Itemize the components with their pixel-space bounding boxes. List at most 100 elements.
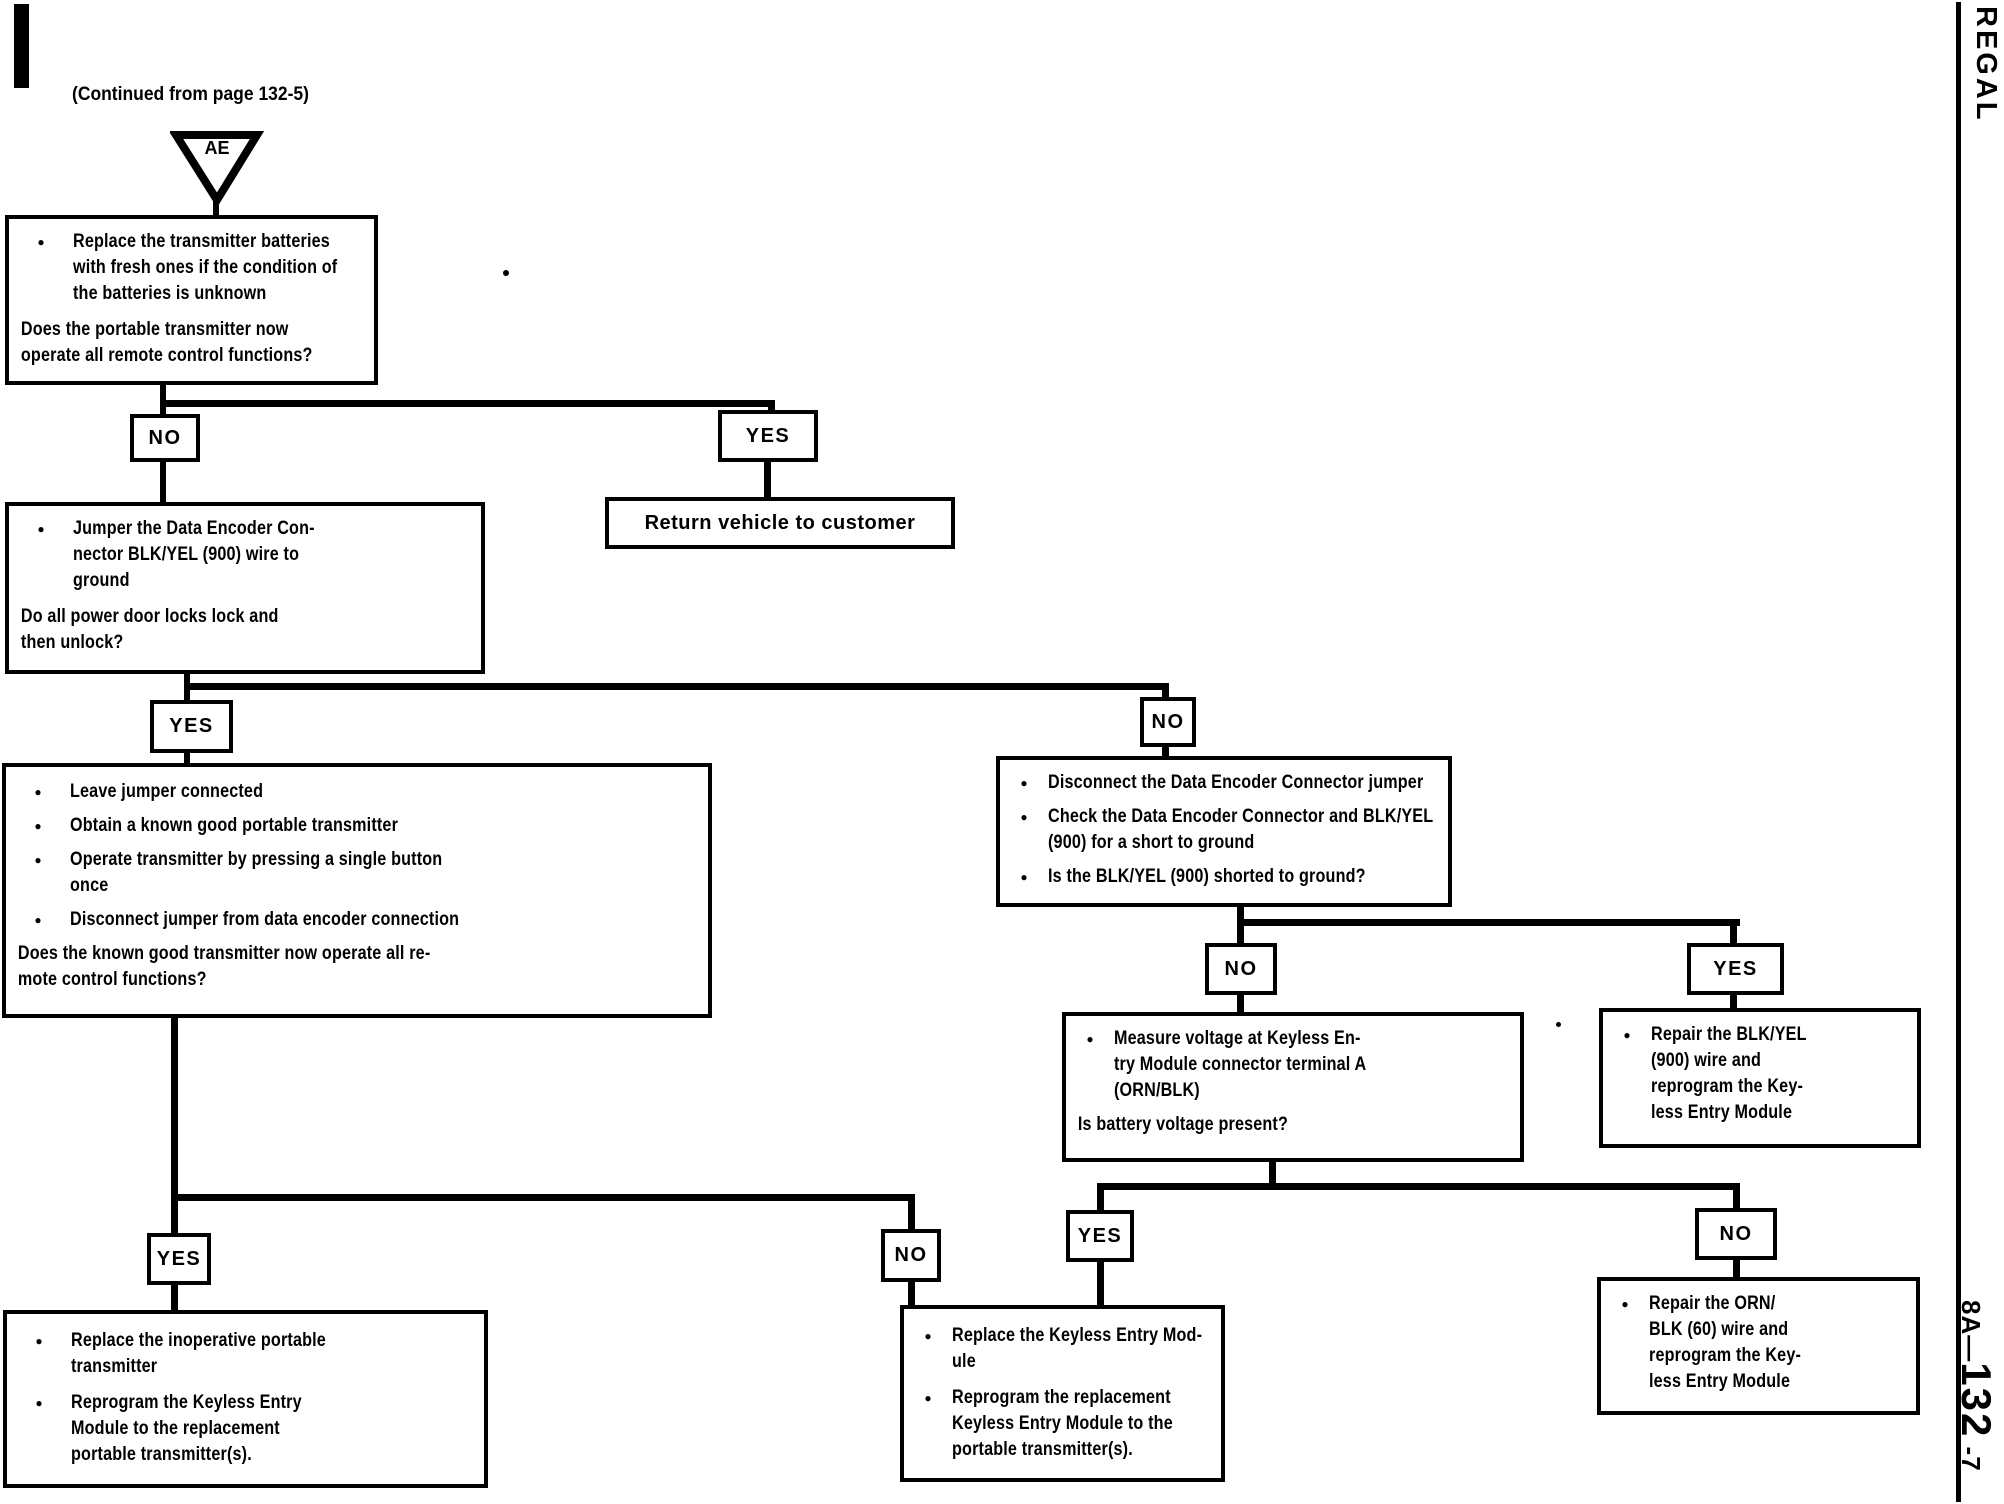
step-text: Obtain a known good portable transmitter: [70, 815, 399, 836]
bullet-icon: ●: [34, 785, 42, 799]
decision-no-1: NO: [130, 414, 200, 462]
connector-line: [1733, 1260, 1740, 1279]
page-edge-rule: [1956, 2, 1961, 1502]
connector-line: [1162, 683, 1169, 699]
connector-line: [213, 196, 219, 217]
action-box-replace-keyless-module: ● Replace the Keyless Entry Mod- ule ● R…: [900, 1305, 1225, 1482]
connector-line: [1097, 1262, 1104, 1307]
question-text: Does the portable transmitter now operat…: [20, 319, 313, 366]
bullet-item: ● Repair the ORN/ BLK (60) wire and repr…: [1601, 1291, 1912, 1395]
action-box-return-vehicle: Return vehicle to customer: [605, 497, 955, 549]
bullet-icon: ●: [1086, 1032, 1094, 1046]
connector-line: [184, 683, 1169, 690]
connector-line: [1097, 1183, 1740, 1190]
step-text: Measure voltage at Keyless En- try Modul…: [1114, 1028, 1367, 1101]
step-text: Reprogram the Keyless Entry Module to th…: [71, 1392, 302, 1465]
bullet-item: ● Repair the BLK/YEL (900) wire and repr…: [1603, 1022, 1913, 1126]
connector-line: [908, 1282, 915, 1307]
step-text: Jumper the Data Encoder Con- nector BLK/…: [73, 518, 315, 591]
bullet-icon: ●: [1020, 870, 1028, 884]
bullet-item: ● Operate transmitter by pressing a sing…: [6, 847, 704, 899]
bullet-icon: ●: [34, 853, 42, 867]
bullet-item: ● Disconnect jumper from data encoder co…: [6, 907, 704, 933]
decision-no-4: NO: [881, 1229, 941, 1282]
step-text: Replace the inoperative portable transmi…: [71, 1330, 326, 1377]
step-text: Disconnect the Data Encoder Connector ju…: [1048, 772, 1424, 793]
step-text: Leave jumper connected: [70, 781, 264, 802]
bullet-icon: ●: [37, 522, 45, 536]
ink-speck: [1556, 1022, 1561, 1027]
connector-line: [1162, 747, 1169, 758]
question-text: Do all power door locks lock and then un…: [20, 606, 279, 653]
decision-yes-4: YES: [1066, 1210, 1134, 1262]
bullet-item: ● Disconnect the Data Encoder Connector …: [1000, 770, 1444, 796]
bullet-icon: ●: [924, 1391, 932, 1405]
action-box-replace-transmitter: ● Replace the inoperative portable trans…: [3, 1310, 488, 1488]
connector-line: [1730, 995, 1737, 1010]
bullet-icon: ●: [34, 913, 42, 927]
step-text: Repair the ORN/ BLK (60) wire and reprog…: [1649, 1293, 1802, 1392]
step-box-check-short-to-ground: ● Disconnect the Data Encoder Connector …: [996, 756, 1452, 907]
step-text: Reprogram the replacement Keyless Entry …: [952, 1387, 1173, 1460]
flow-connector-triangle: [170, 131, 264, 208]
bullet-item: ● Measure voltage at Keyless En- try Mod…: [1066, 1026, 1516, 1104]
connector-line: [1269, 1162, 1276, 1190]
decision-yes-2: YES: [150, 700, 233, 753]
connector-line: [908, 1194, 915, 1231]
step-box-jumper-data-encoder: ● Jumper the Data Encoder Con- nector BL…: [5, 502, 485, 674]
bullet-icon: ●: [924, 1329, 932, 1343]
question-text: Is battery voltage present?: [1077, 1114, 1289, 1135]
connector-line: [1097, 1183, 1104, 1212]
decision-no-5: NO: [1695, 1208, 1777, 1260]
bullet-icon: ●: [1020, 776, 1028, 790]
connector-line: [171, 1285, 178, 1312]
bullet-icon: ●: [35, 1396, 43, 1410]
binding-mark: [14, 4, 29, 88]
bullet-item: ● Reprogram the Keyless Entry Module to …: [7, 1390, 480, 1468]
step-box-known-good-transmitter: ● Leave jumper connected ● Obtain a know…: [2, 763, 712, 1018]
bullet-icon: ●: [1020, 810, 1028, 824]
connector-line: [1237, 907, 1244, 945]
bullet-item: ● Leave jumper connected: [6, 779, 704, 805]
connector-line: [160, 400, 775, 407]
bullet-item: ● Replace the transmitter batteries with…: [9, 229, 370, 307]
step-text: Disconnect jumper from data encoder conn…: [70, 909, 460, 930]
ink-speck: [503, 270, 509, 276]
connector-line: [764, 462, 771, 499]
page-number-label: 8A—132 -7: [1952, 1300, 2000, 1472]
connector-line: [160, 462, 166, 502]
connector-line: [768, 400, 775, 413]
step-text: Operate transmitter by pressing a single…: [70, 849, 443, 896]
decision-yes-3: YES: [1687, 943, 1784, 995]
page-number-main: 132: [1953, 1362, 2000, 1439]
bullet-icon: ●: [37, 235, 45, 249]
connector-line: [171, 1018, 178, 1235]
decision-no-2: NO: [1140, 697, 1196, 747]
bullet-item: ● Replace the inoperative portable trans…: [7, 1328, 480, 1380]
continued-from-note: (Continued from page 132-5): [72, 84, 309, 105]
bullet-icon: ●: [1621, 1297, 1629, 1311]
bullet-icon: ●: [35, 1334, 43, 1348]
step-box-measure-voltage: ● Measure voltage at Keyless En- try Mod…: [1062, 1012, 1524, 1162]
decision-no-3: NO: [1205, 943, 1277, 995]
step-text: Replace the Keyless Entry Mod- ule: [952, 1325, 1203, 1372]
connector-line: [184, 753, 190, 765]
connector-line: [1237, 919, 1740, 926]
step-text: Check the Data Encoder Connector and BLK…: [1048, 806, 1434, 853]
bullet-item: ● Reprogram the replacement Keyless Entr…: [904, 1385, 1217, 1463]
step-text: Repair the BLK/YEL (900) wire and reprog…: [1651, 1024, 1807, 1123]
bullet-item: ● Check the Data Encoder Connector and B…: [1000, 804, 1444, 856]
page-number-suffix: -7: [1956, 1438, 1986, 1472]
bullet-icon: ●: [1623, 1028, 1631, 1042]
bullet-item: ● Obtain a known good portable transmitt…: [6, 813, 704, 839]
step-text: Replace the transmitter batteries with f…: [73, 231, 338, 304]
connector-line: [171, 1194, 914, 1201]
step-text: Is the BLK/YEL (900) shorted to ground?: [1048, 866, 1366, 887]
connector-line: [1237, 995, 1244, 1014]
connector-line: [1733, 1183, 1740, 1210]
step-box-replace-batteries: ● Replace the transmitter batteries with…: [5, 215, 378, 385]
bullet-item: ● Jumper the Data Encoder Con- nector BL…: [9, 516, 477, 594]
connector-line: [1730, 919, 1737, 945]
action-box-repair-orn-blk: ● Repair the ORN/ BLK (60) wire and repr…: [1597, 1277, 1920, 1415]
